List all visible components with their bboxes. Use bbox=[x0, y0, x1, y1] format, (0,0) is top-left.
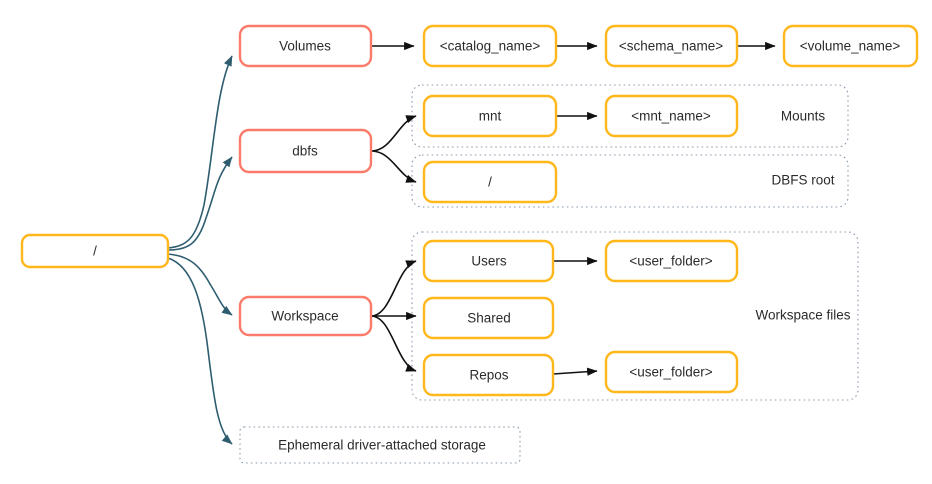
node-users-user-folder-box[interactable] bbox=[604, 239, 739, 283]
node-mnt-box[interactable] bbox=[422, 94, 558, 138]
node-volumes-label: Volumes bbox=[279, 39, 331, 54]
group-mounts-label: Mounts bbox=[781, 109, 826, 124]
node-mnt-name-box[interactable] bbox=[604, 94, 739, 138]
node-dbfs[interactable]: dbfs bbox=[238, 128, 373, 174]
node-users-user-folder[interactable]: <user_folder> bbox=[604, 239, 739, 283]
node-mnt-name-label: <mnt_name> bbox=[631, 109, 711, 124]
node-dbfs-root-slash-box[interactable] bbox=[422, 160, 558, 204]
node-ephemeral-storage-box[interactable] bbox=[239, 426, 521, 464]
edge-workspace-to-repos bbox=[370, 315, 417, 372]
node-repos-user-folder-label: <user_folder> bbox=[629, 365, 712, 380]
node-repos-box[interactable] bbox=[422, 353, 555, 397]
node-workspace-label: Workspace bbox=[271, 309, 338, 324]
node-mnt-label: mnt bbox=[479, 109, 502, 124]
node-workspace-box[interactable] bbox=[238, 295, 373, 337]
node-schema-name-box[interactable] bbox=[604, 24, 739, 68]
node-schema-name[interactable]: <schema_name> bbox=[604, 24, 739, 68]
node-ephemeral-storage-label: Ephemeral driver-attached storage bbox=[278, 438, 486, 453]
node-volume-name[interactable]: <volume_name> bbox=[782, 24, 919, 68]
node-users-label: Users bbox=[471, 254, 507, 269]
node-users[interactable]: Users bbox=[422, 239, 555, 283]
node-dbfs-box[interactable] bbox=[238, 128, 373, 174]
node-dbfs-root-slash-label: / bbox=[488, 175, 492, 190]
node-repos-user-folder-box[interactable] bbox=[604, 350, 739, 394]
node-volumes[interactable]: Volumes bbox=[238, 24, 373, 68]
node-mnt-name[interactable]: <mnt_name> bbox=[604, 94, 739, 138]
node-repos-user-folder[interactable]: <user_folder> bbox=[604, 350, 739, 394]
node-schema-name-label: <schema_name> bbox=[619, 39, 723, 54]
node-volumes-box[interactable] bbox=[238, 24, 373, 68]
group-workspace-files: Workspace files bbox=[411, 231, 859, 401]
node-shared-label: Shared bbox=[467, 311, 511, 326]
node-users-box[interactable] bbox=[422, 239, 555, 283]
node-users-user-folder-label: <user_folder> bbox=[629, 254, 712, 269]
node-dbfs-label: dbfs bbox=[292, 144, 318, 159]
group-workspace-files-label: Workspace files bbox=[755, 308, 850, 323]
node-catalog-name-label: <catalog_name> bbox=[440, 39, 541, 54]
node-root-box[interactable] bbox=[20, 233, 170, 269]
edge-root-to-volumes bbox=[167, 55, 233, 249]
node-workspace[interactable]: Workspace bbox=[238, 295, 373, 337]
edge-root-to-workspace bbox=[167, 253, 233, 316]
node-root-label: / bbox=[93, 244, 97, 259]
group-dbfs-root-label: DBFS root bbox=[771, 173, 834, 188]
edge-dbfs-to-mnt bbox=[370, 115, 417, 152]
edge-repos-to-user-folder bbox=[552, 367, 598, 376]
node-catalog-name-box[interactable] bbox=[422, 24, 558, 68]
edge-dbfs-to-dbfs-root bbox=[370, 150, 417, 183]
edge-root-to-ephemeral bbox=[167, 257, 233, 445]
node-root[interactable]: / bbox=[20, 233, 170, 269]
edge-workspace-to-users bbox=[370, 260, 417, 317]
edge-root-to-dbfs bbox=[167, 156, 233, 251]
node-mnt[interactable]: mnt bbox=[422, 94, 558, 138]
node-volume-name-label: <volume_name> bbox=[800, 39, 901, 54]
node-catalog-name[interactable]: <catalog_name> bbox=[422, 24, 558, 68]
node-shared[interactable]: Shared bbox=[422, 296, 555, 340]
node-shared-box[interactable] bbox=[422, 296, 555, 340]
node-ephemeral-storage[interactable]: Ephemeral driver-attached storage bbox=[239, 426, 521, 464]
node-repos[interactable]: Repos bbox=[422, 353, 555, 397]
node-repos-label: Repos bbox=[469, 368, 508, 383]
node-dbfs-root-slash[interactable]: / bbox=[422, 160, 558, 204]
node-volume-name-box[interactable] bbox=[782, 24, 919, 68]
